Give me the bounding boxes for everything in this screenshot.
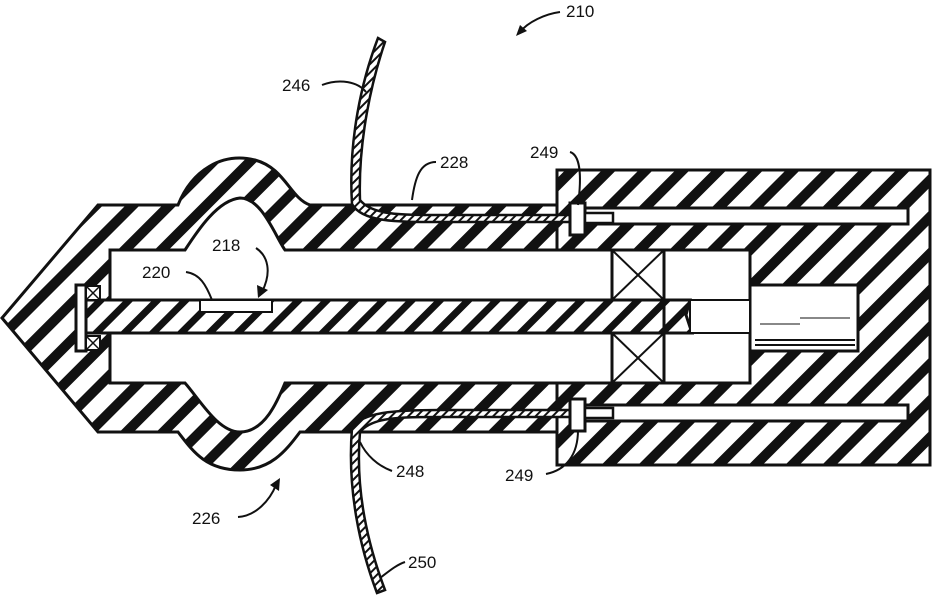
- ref-label-218: 218: [212, 236, 240, 255]
- lower-connector: [570, 399, 585, 431]
- central-shaft: [78, 300, 692, 333]
- ref-label-249-top: 249: [530, 143, 558, 162]
- leader-250: [380, 562, 405, 578]
- end-cap: [76, 285, 86, 351]
- leader-210: [520, 12, 560, 32]
- ref-label-248: 248: [396, 462, 424, 481]
- upper-slot: [580, 208, 908, 224]
- upper-pin: [585, 213, 613, 223]
- leader-248: [360, 442, 392, 471]
- shaft-slot: [200, 300, 272, 312]
- shaft-extension: [690, 300, 750, 333]
- ref-label-210: 210: [566, 2, 594, 21]
- lower-conduit: [351, 410, 575, 593]
- ref-label-226: 226: [192, 509, 220, 528]
- ref-label-228: 228: [440, 153, 468, 172]
- leader-246: [322, 81, 366, 92]
- leader-228: [412, 162, 436, 200]
- ref-label-220: 220: [142, 263, 170, 282]
- upper-connector: [570, 203, 585, 235]
- upper-conduit: [351, 38, 575, 222]
- leader-226: [238, 485, 276, 517]
- lower-slot: [580, 405, 908, 421]
- ref-label-246: 246: [282, 76, 310, 95]
- lower-pin: [585, 408, 613, 418]
- ref-label-250: 250: [408, 553, 436, 572]
- ref-label-249-bottom: 249: [505, 466, 533, 485]
